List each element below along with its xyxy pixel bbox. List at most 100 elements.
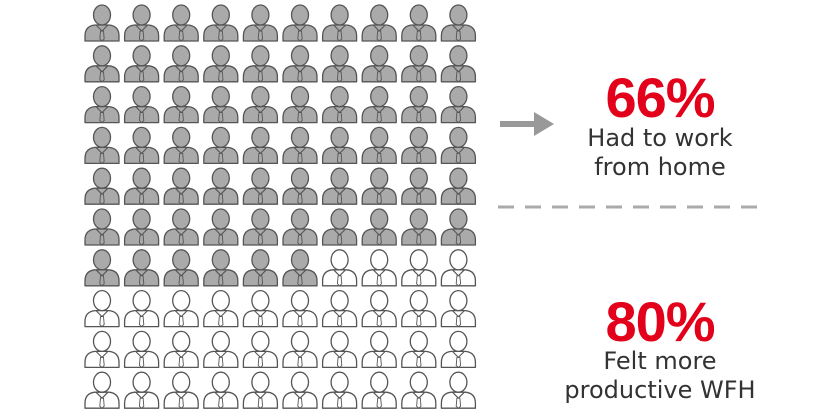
person-icon-highlighted — [123, 85, 160, 124]
person-icon-highlighted — [203, 4, 239, 42]
person-icon-highlighted — [84, 167, 120, 205]
person-icon-highlighted — [84, 45, 120, 83]
person-icon-empty — [401, 330, 437, 369]
person-icon-empty — [163, 330, 199, 369]
person-icon-highlighted — [321, 167, 358, 205]
people-pictogram-grid — [84, 4, 477, 409]
person-icon-empty — [123, 371, 160, 409]
person-icon-highlighted — [163, 45, 199, 83]
person-icon-empty — [282, 289, 318, 328]
person-icon-empty — [282, 371, 318, 409]
person-icon-highlighted — [242, 249, 279, 287]
person-icon-empty — [123, 289, 160, 328]
person-icon-highlighted — [163, 208, 199, 246]
person-icon-highlighted — [361, 85, 397, 124]
person-icon-highlighted — [440, 208, 477, 246]
person-icon-highlighted — [84, 126, 120, 165]
arrow-right-icon — [500, 112, 554, 136]
person-icon-empty — [401, 249, 437, 287]
person-icon-highlighted — [321, 208, 358, 246]
person-icon-empty — [163, 289, 199, 328]
person-icon-empty — [440, 330, 477, 369]
person-icon-empty — [440, 371, 477, 409]
person-icon-highlighted — [84, 208, 120, 246]
person-icon-empty — [361, 330, 397, 369]
person-icon-highlighted — [123, 45, 160, 83]
person-icon-highlighted — [203, 208, 239, 246]
person-icon-highlighted — [163, 85, 199, 124]
person-icon-highlighted — [361, 208, 397, 246]
person-icon-highlighted — [282, 208, 318, 246]
person-icon-empty — [361, 249, 397, 287]
person-icon-highlighted — [401, 126, 437, 165]
person-icon-highlighted — [163, 249, 199, 287]
person-icon-empty — [84, 371, 120, 409]
person-icon-empty — [321, 330, 358, 369]
person-icon-highlighted — [242, 4, 279, 42]
person-icon-highlighted — [123, 126, 160, 165]
person-icon-highlighted — [282, 126, 318, 165]
person-icon-highlighted — [203, 85, 239, 124]
person-icon-empty — [321, 249, 358, 287]
person-icon-highlighted — [440, 167, 477, 205]
person-icon-empty — [203, 371, 239, 409]
person-icon-empty — [440, 289, 477, 328]
person-icon-highlighted — [84, 249, 120, 287]
person-icon-highlighted — [163, 126, 199, 165]
person-icon-highlighted — [440, 85, 477, 124]
person-icon-empty — [242, 289, 279, 328]
person-icon-highlighted — [401, 208, 437, 246]
person-icon-highlighted — [361, 126, 397, 165]
person-icon-empty — [401, 289, 437, 328]
person-icon-empty — [361, 289, 397, 328]
person-icon-highlighted — [163, 4, 199, 42]
person-icon-empty — [401, 371, 437, 409]
person-icon-highlighted — [203, 249, 239, 287]
person-icon-empty — [440, 249, 477, 287]
person-icon-highlighted — [84, 85, 120, 124]
person-icon-empty — [163, 371, 199, 409]
person-icon-empty — [321, 289, 358, 328]
person-icon-highlighted — [440, 45, 477, 83]
dashed-divider — [498, 205, 764, 209]
person-icon-highlighted — [203, 45, 239, 83]
person-icon-highlighted — [242, 167, 279, 205]
person-icon-empty — [84, 289, 120, 328]
person-icon-highlighted — [84, 4, 120, 42]
person-icon-empty — [84, 330, 120, 369]
person-icon-highlighted — [321, 4, 358, 42]
person-icon-highlighted — [282, 249, 318, 287]
person-icon-highlighted — [361, 167, 397, 205]
person-icon-highlighted — [361, 45, 397, 83]
person-icon-highlighted — [203, 167, 239, 205]
person-icon-highlighted — [282, 85, 318, 124]
person-icon-empty — [242, 330, 279, 369]
person-icon-empty — [242, 371, 279, 409]
person-icon-empty — [361, 371, 397, 409]
person-icon-highlighted — [401, 85, 437, 124]
stat-value-work-from-home: 66% — [605, 66, 715, 129]
person-icon-highlighted — [282, 4, 318, 42]
person-icon-highlighted — [242, 208, 279, 246]
person-icon-highlighted — [203, 126, 239, 165]
person-icon-highlighted — [401, 45, 437, 83]
person-icon-highlighted — [282, 45, 318, 83]
person-icon-highlighted — [440, 4, 477, 42]
stat-label-work-from-home: Had to work from home — [587, 124, 733, 181]
person-icon-empty — [203, 330, 239, 369]
person-icon-empty — [282, 330, 318, 369]
person-icon-empty — [203, 289, 239, 328]
person-icon-highlighted — [242, 45, 279, 83]
person-icon-highlighted — [440, 126, 477, 165]
person-icon-highlighted — [401, 167, 437, 205]
person-icon-highlighted — [321, 126, 358, 165]
person-icon-highlighted — [321, 85, 358, 124]
person-icon-empty — [321, 371, 358, 409]
person-icon-highlighted — [361, 4, 397, 42]
person-icon-highlighted — [242, 85, 279, 124]
person-icon-empty — [123, 330, 160, 369]
person-icon-highlighted — [123, 208, 160, 246]
person-icon-highlighted — [321, 45, 358, 83]
person-icon-highlighted — [282, 167, 318, 205]
person-icon-highlighted — [163, 167, 199, 205]
